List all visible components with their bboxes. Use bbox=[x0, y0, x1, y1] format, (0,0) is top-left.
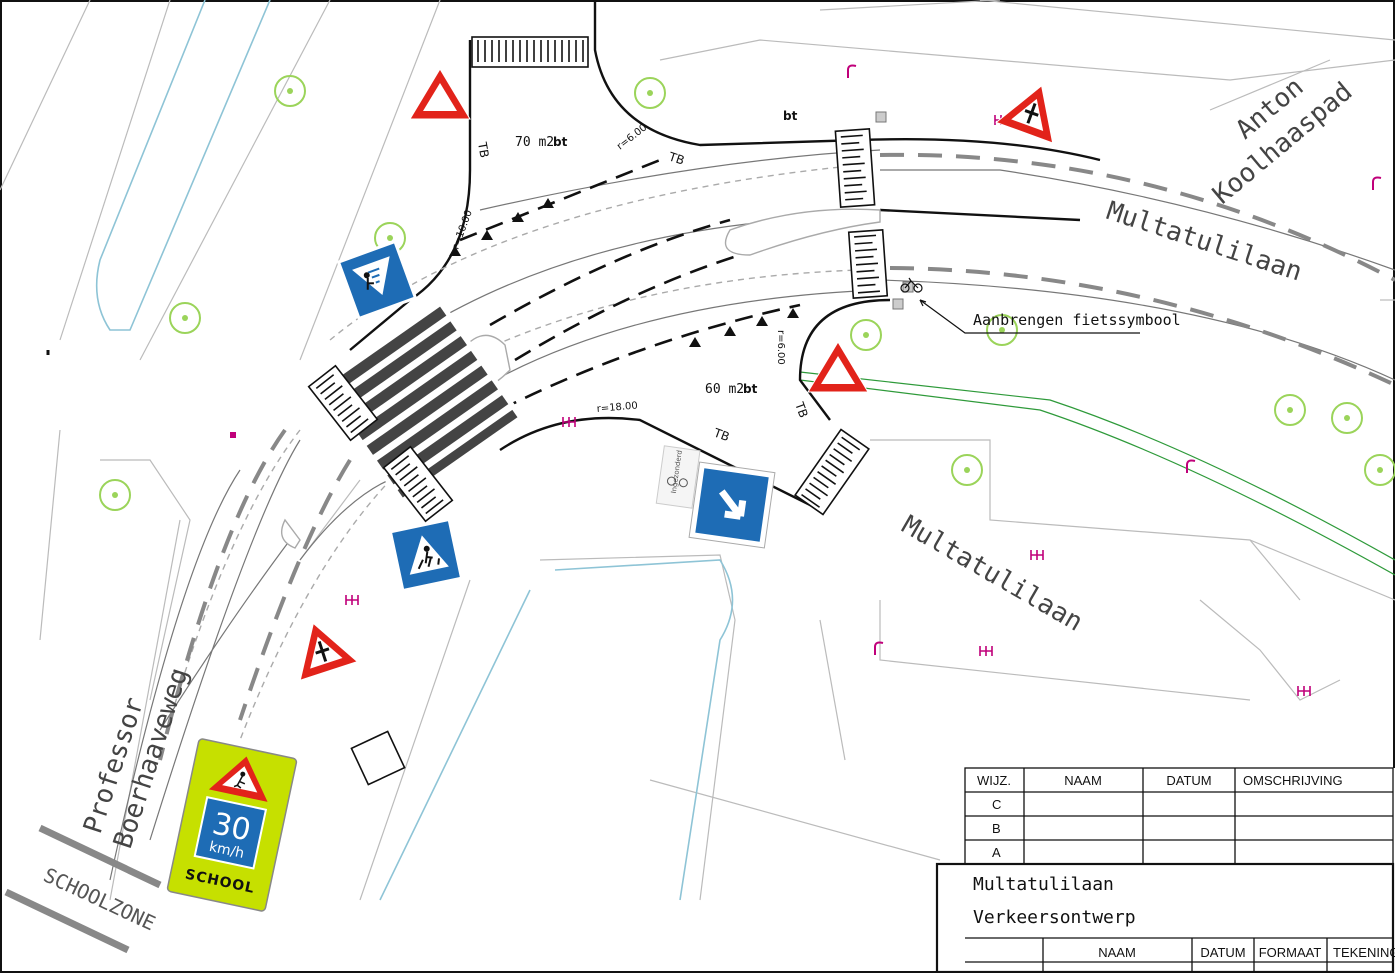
rev-row-b: B bbox=[992, 821, 1001, 836]
footer-header-datum: DATUM bbox=[1200, 945, 1245, 960]
title-block: WIJZ. NAAM DATUM OMSCHRIJVING C B A Mult… bbox=[935, 767, 1395, 973]
tree-icon bbox=[951, 454, 983, 486]
black-dashes bbox=[459, 158, 801, 412]
crossroads-warning-sign-left bbox=[299, 622, 359, 681]
radius-label-right: r=6.00 bbox=[775, 330, 786, 365]
schoolzone-sign: 30 km/h SCHOOL bbox=[166, 738, 298, 912]
radius-label-bottom: r=18.00 bbox=[596, 400, 638, 415]
street-multatulilaan-upper: Multatulilaan bbox=[1103, 196, 1306, 287]
project-title-line2: Verkeersontwerp bbox=[973, 907, 1136, 928]
tree-icon bbox=[634, 77, 666, 109]
rev-row-a: A bbox=[992, 845, 1001, 860]
bike-symbol-note: Aanbrengen fietssymbool bbox=[973, 311, 1181, 329]
bike-symbol-leader bbox=[900, 277, 1140, 334]
annotations: 70 m2 bt 60 m2 bt bt TB TB TB TB r=6.00 … bbox=[450, 109, 1180, 444]
tb-label-right: TB bbox=[792, 399, 811, 419]
water-canal bbox=[95, 0, 734, 901]
trees bbox=[99, 75, 1395, 511]
radius-label-top: r=6.00 bbox=[615, 122, 649, 152]
lane-dashes bbox=[158, 152, 1395, 761]
footer-header-naam: NAAM bbox=[1098, 945, 1136, 960]
permit-plate: Ingezonderd bbox=[655, 445, 701, 509]
yield-sign-right bbox=[807, 341, 869, 393]
yield-sign-top bbox=[409, 68, 471, 120]
footer-header-formaat: FORMAAT bbox=[1259, 945, 1322, 960]
tree-icon bbox=[1364, 454, 1395, 486]
rev-header-wijz: WIJZ. bbox=[977, 773, 1011, 788]
rev-header-datum: DATUM bbox=[1166, 773, 1211, 788]
tb-label-top: TB bbox=[475, 140, 492, 159]
bt-symbol-lower: bt bbox=[743, 382, 758, 396]
lawn-edge bbox=[799, 371, 1395, 576]
rev-row-c: C bbox=[992, 797, 1001, 812]
schoolzone-gate bbox=[4, 824, 162, 954]
radius-label-left: r=10.00 bbox=[450, 209, 474, 251]
tb-label-topright: TB bbox=[666, 149, 686, 167]
parcel-lines bbox=[0, 0, 1395, 901]
tree-icon bbox=[274, 75, 306, 107]
speed-limit-unit: km/h bbox=[208, 839, 246, 862]
area-label-lower: 60 m2 bbox=[705, 382, 744, 397]
posts bbox=[350, 111, 914, 786]
tree-icon bbox=[1274, 394, 1306, 426]
footer-header-tekening: TEKENING bbox=[1333, 945, 1395, 960]
shark-teeth bbox=[449, 198, 799, 347]
pedestrian-crossing-sign-upper bbox=[336, 239, 418, 321]
rev-header-omschrijving: OMSCHRIJVING bbox=[1243, 773, 1343, 788]
rev-header-naam: NAAM bbox=[1064, 773, 1102, 788]
area-label-upper: 70 m2 bbox=[515, 135, 554, 150]
bt-symbol-upper: bt bbox=[553, 135, 568, 149]
tb-label-bottom: TB bbox=[711, 425, 731, 444]
pedestrian-crossing-sign-lower bbox=[388, 517, 464, 593]
street-light-markers bbox=[230, 64, 1382, 696]
tree-icon bbox=[850, 319, 882, 351]
bike-racks bbox=[307, 36, 889, 523]
kerb-lines bbox=[349, 0, 1101, 512]
tree-icon bbox=[169, 302, 201, 334]
crossroads-warning-sign-right bbox=[995, 84, 1054, 144]
bt-symbol-right: bt bbox=[783, 109, 798, 123]
street-multatulilaan-lower: Multatulilaan bbox=[897, 510, 1088, 638]
project-title-line1: Multatulilaan bbox=[973, 874, 1114, 895]
tree-icon bbox=[99, 479, 131, 511]
speed-limit-value: 30 bbox=[209, 806, 254, 848]
tree-icon bbox=[1331, 402, 1363, 434]
keep-right-sign bbox=[688, 461, 776, 549]
